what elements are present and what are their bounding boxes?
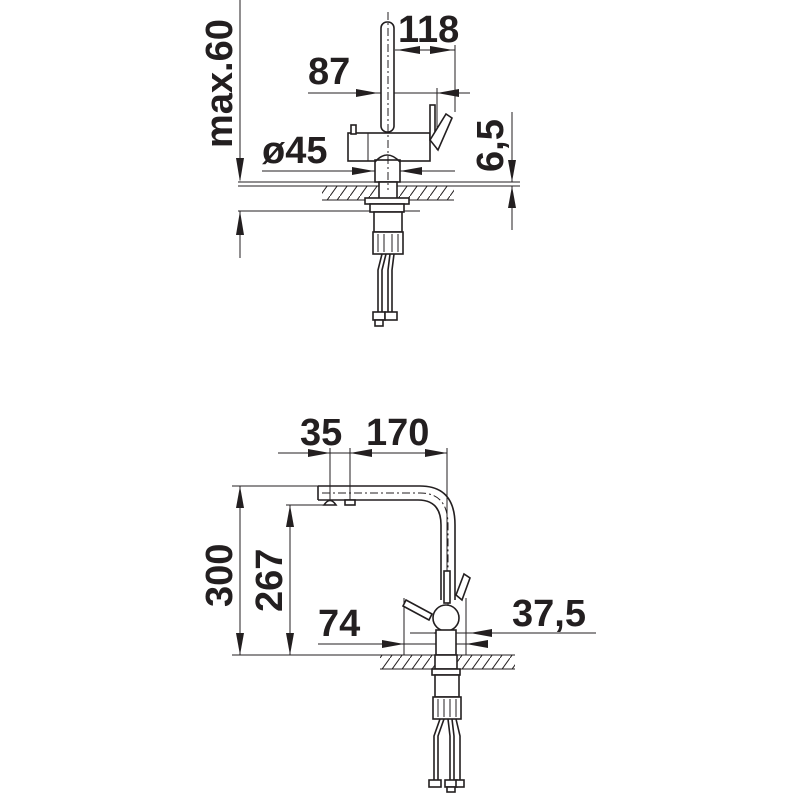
dim-118-label: 118 <box>398 9 459 51</box>
dim-6-5: 6,5 <box>470 112 516 230</box>
tap-body-bottom <box>317 485 471 793</box>
dim-300-label: 300 <box>199 544 241 607</box>
dim-37-5-label: 37,5 <box>512 593 586 635</box>
dim-170-label: 170 <box>366 412 429 454</box>
dim-300: 300 <box>199 485 318 655</box>
tap-body-top <box>347 12 454 327</box>
dim-35-label: 35 <box>300 412 342 454</box>
dim-87: 87 <box>308 51 470 150</box>
dim-74-label: 74 <box>318 603 360 645</box>
dim-87-label: 87 <box>308 51 350 93</box>
top-view: max.60 6,5 118 87 <box>199 0 520 327</box>
bottom-view: 35 170 300 267 74 <box>199 412 596 793</box>
dim-max60-label: max.60 <box>199 19 241 148</box>
dim-267-label: 267 <box>249 549 291 612</box>
dim-267: 267 <box>249 504 330 655</box>
dim-118: 118 <box>395 9 459 112</box>
dim-35-170: 35 170 <box>278 412 448 600</box>
dim-max60: max.60 <box>199 0 244 258</box>
dim-6-5-label: 6,5 <box>470 119 512 172</box>
dim-diameter-45-label: ø45 <box>262 130 327 172</box>
dim-diameter-45: ø45 <box>262 130 455 175</box>
